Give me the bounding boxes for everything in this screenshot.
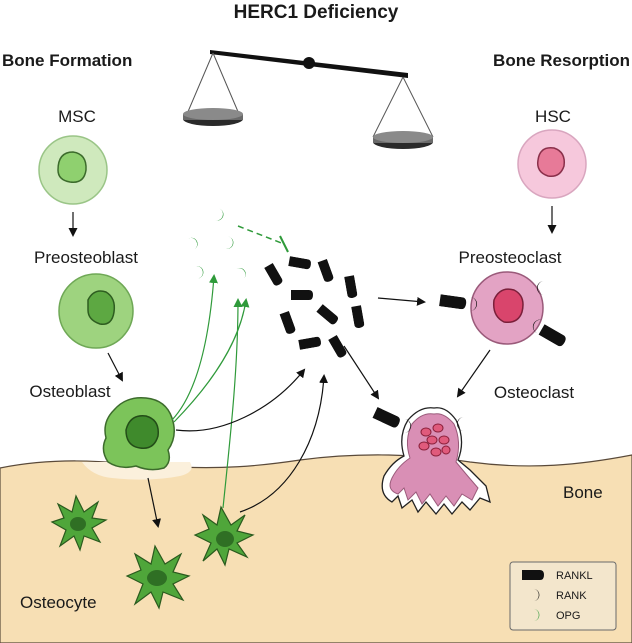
legend-label-rank: RANK — [556, 590, 587, 602]
label-hsc: HSC — [535, 107, 571, 126]
label-osteoclast: Osteoclast — [494, 383, 575, 402]
label-msc: MSC — [58, 107, 96, 126]
preosteoblast-cell — [58, 273, 134, 349]
label-preosteoclast: Preosteoclast — [459, 248, 562, 267]
rankl-arrow-to-preosteoclast — [377, 296, 426, 306]
osteocyte-cell-2 — [125, 544, 191, 610]
opg-molecules — [188, 208, 249, 279]
label-osteocyte: Osteocyte — [20, 593, 97, 612]
osteocyte-cell-3 — [193, 505, 255, 567]
legend-item-rankl: RANKL — [522, 570, 593, 582]
rankl-arrow-osteoblast — [175, 368, 306, 432]
hsc-cell — [517, 129, 587, 199]
osteocyte-cell-1 — [50, 494, 108, 552]
balance-scale-icon — [183, 50, 434, 149]
arrow-osteoblast-to-osteocyte — [147, 477, 161, 528]
heading-bone-resorption: Bone Resorption — [493, 51, 630, 70]
arrow-preosteoclast-to-osteoclast — [456, 349, 491, 398]
label-preosteoblast: Preosteoblast — [34, 248, 138, 267]
opg-inhibition-line — [237, 225, 285, 245]
opg-arrow-osteoblast-2 — [173, 298, 250, 423]
heading-bone-formation: Bone Formation — [2, 51, 132, 70]
rankl-arrow-to-osteoclast — [343, 345, 380, 400]
legend-item-rank: RANK — [533, 588, 587, 602]
osteoblast-cell — [82, 397, 192, 480]
bone-label: Bone — [563, 483, 603, 502]
rankl-icon — [522, 570, 544, 580]
osteoclast-cell — [372, 406, 491, 516]
legend-label-rankl: RANKL — [556, 570, 593, 582]
diagram-title: HERC1 Deficiency — [234, 2, 399, 23]
legend: RANKL RANK OPG — [509, 561, 617, 631]
arrow-preosteoblast-to-osteoblast — [107, 352, 123, 382]
preosteoclast-cell — [439, 271, 568, 348]
rankl-arrow-osteocyte — [239, 374, 329, 513]
rankl-molecules — [264, 256, 365, 360]
legend-label-opg: OPG — [556, 610, 580, 622]
opg-arrow-osteocyte — [222, 298, 243, 509]
msc-cell — [38, 135, 108, 205]
label-osteoblast: Osteoblast — [29, 382, 111, 401]
legend-item-opg: OPG — [533, 608, 580, 622]
opg-arrow-osteoblast-1 — [171, 274, 218, 421]
opg-inhibition-bar — [279, 235, 289, 253]
